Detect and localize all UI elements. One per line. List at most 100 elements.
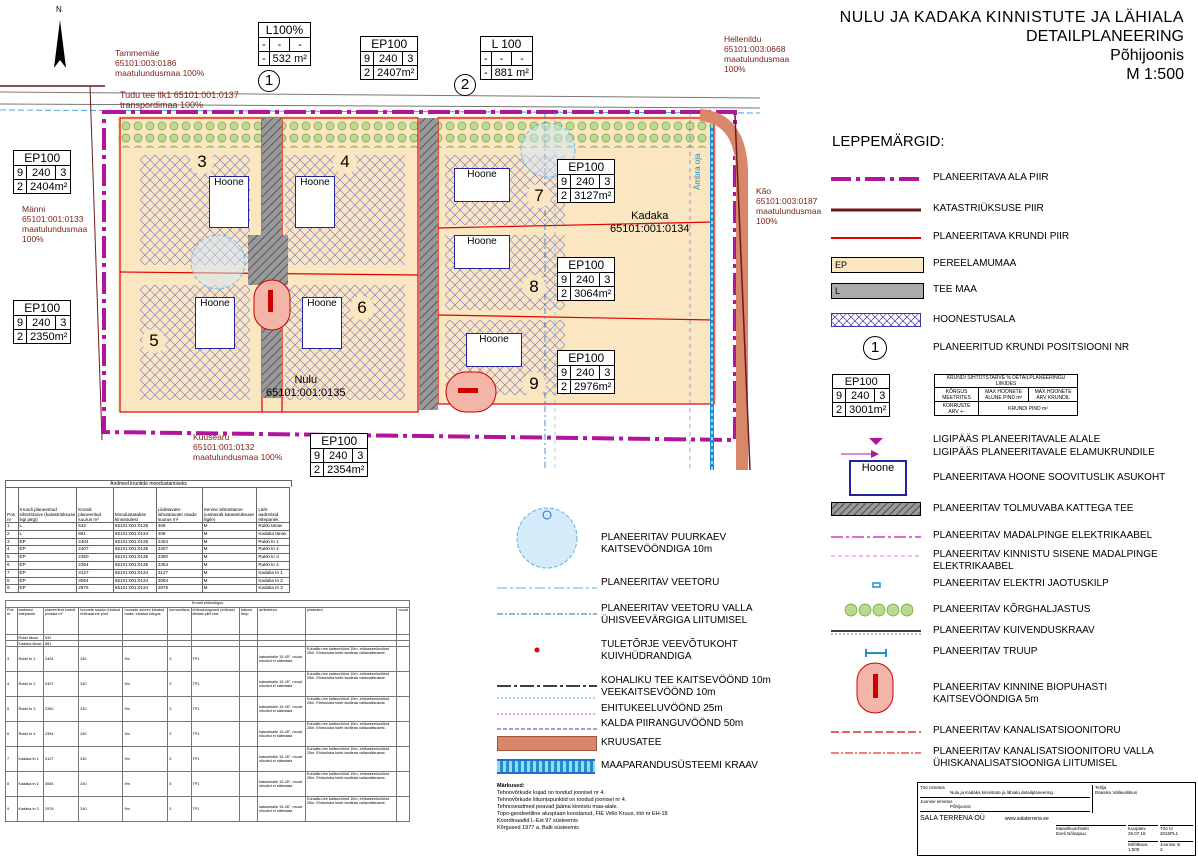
drawing-title: NULU JA KADAKA KINNISTUTE JA LÄHIALA DET… [840, 8, 1184, 84]
title-line2: DETAILPLANEERING [1026, 28, 1184, 45]
data-table-title: Andmed kruntide moodustamiseks [5, 480, 292, 487]
hoone-box: Hoone [195, 297, 235, 349]
dust-free-road-icon [831, 502, 921, 521]
table-header: hoonete suurim lubatud maks. lubatud kõr… [122, 607, 169, 635]
position-marker: 7 [527, 184, 551, 208]
title-line1: NULU JA KADAKA KINNISTUTE JA LÄHIALA [839, 9, 1184, 26]
ditch-label: Ämbra oja [693, 153, 702, 190]
building-box-icon: Hoone [831, 460, 921, 496]
land-drain-icon [497, 759, 595, 774]
lv-cable-internal-icon [831, 548, 921, 566]
title-line3: Põhijoonis [1110, 47, 1184, 64]
notes: Märkused: Tehnovõrkude kujad on toodud j… [497, 783, 668, 831]
gravel-road-icon [497, 736, 597, 751]
table-header: Krundi planeeritud sihtotstarve (katastr… [17, 487, 78, 523]
plot-boundary-icon [831, 230, 921, 248]
hoone-label: Hoone [200, 298, 230, 309]
water-zone-icon [497, 689, 597, 707]
table-header: katuse tüüp [239, 607, 259, 635]
table-header: muud [396, 607, 410, 635]
water-pipe-icon [497, 579, 597, 597]
bio-treatment-icon [831, 662, 921, 719]
cadastral-boundary-icon [831, 202, 921, 220]
table-header: arhitektuur [257, 607, 306, 635]
building-limit-icon [497, 705, 597, 723]
hoone-box: Hoone [454, 168, 510, 202]
table-header: aadressi ettepanek [16, 607, 45, 635]
legend-title: LEPPEMÄRGID: [832, 133, 945, 150]
hoone-box: Hoone [302, 297, 342, 349]
hatch-swatch-icon [831, 313, 921, 332]
table-header: planeeritud krundi pindala m² [43, 607, 80, 635]
shore-zone-icon [497, 720, 597, 738]
table-header: Lähi-aadressid ettepanek [256, 487, 290, 523]
table-header: Liidetavate-lahutatavate osade suurus m² [155, 487, 203, 523]
access-plot-icon [831, 446, 921, 464]
sewer-outside-icon [831, 745, 921, 763]
culvert-icon [831, 645, 921, 663]
position-marker: 5 [142, 329, 166, 353]
drainage-ditch-icon [831, 624, 921, 642]
water-pipe-outside-icon [497, 605, 597, 623]
hoone-label: Hoone [307, 298, 337, 309]
plot-spec-box: L100% --- -532 m² [258, 22, 311, 66]
hoone-label: Hoone [467, 236, 497, 247]
table-header: piirdeaed [304, 607, 398, 635]
title-scale: M 1:500 [1126, 66, 1184, 83]
position-marker: 8 [522, 275, 546, 299]
legend-sample-key: KRUNDI SIHTOTSTARVE % DETAILPLANEERINGU … [933, 374, 1078, 416]
table-header: hoonete suurim lubatud ehitusalune pind [78, 607, 124, 635]
north-label: N [56, 5, 62, 14]
table-header: Krundi planeeritud suurus m² [76, 487, 114, 523]
position-circle-icon: 1 [831, 336, 921, 360]
table-header: Pos nr [5, 487, 19, 523]
hoone-box: Hoone [466, 333, 522, 367]
table-header: Moodustatakse kinnistutest [112, 487, 157, 523]
lv-cable-icon [831, 529, 921, 547]
hoone-box: Hoone [209, 176, 249, 228]
plot-spec-box: L 100 --- -881 m² [480, 36, 533, 80]
road-zone-icon [497, 677, 597, 695]
greenery-icon [831, 603, 921, 622]
hoone-label: Hoone [467, 169, 497, 180]
position-marker: 1 [258, 70, 280, 92]
well-icon [512, 503, 582, 578]
position-marker: 9 [522, 372, 546, 396]
road-swatch-icon: L [831, 283, 924, 299]
hoone-label: Hoone [300, 177, 330, 188]
table-header: korruselisus [167, 607, 192, 635]
hoone-box: Hoone [454, 235, 510, 269]
hoone-label: Hoone [479, 334, 509, 345]
sewer-icon [831, 724, 921, 742]
table-header: ehituskaugused (ehituse) lähiala piiril … [190, 607, 241, 635]
